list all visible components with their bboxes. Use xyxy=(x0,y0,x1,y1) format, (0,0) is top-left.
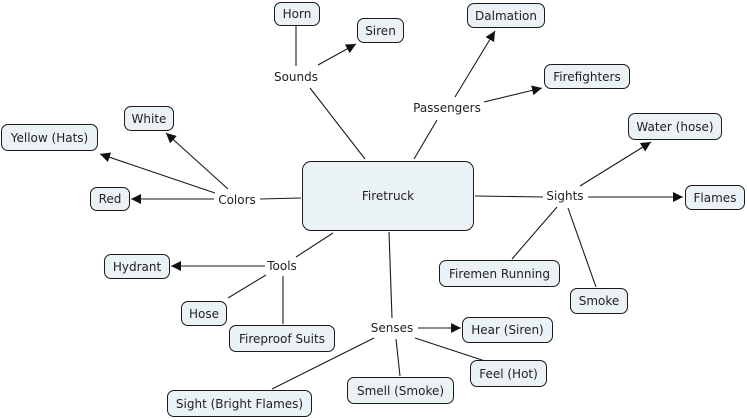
connector-line xyxy=(414,337,486,362)
concept-node-yellow-hats[interactable]: Yellow (Hats) xyxy=(1,124,98,151)
concept-node-hydrant[interactable]: Hydrant xyxy=(104,254,170,279)
connector-arrow xyxy=(454,30,496,98)
concept-node-hear-siren[interactable]: Hear (Siren) xyxy=(462,317,553,343)
linking-phrase-passengers[interactable]: Passengers xyxy=(411,101,483,115)
linking-phrase-senses[interactable]: Senses xyxy=(368,321,416,335)
connector-line xyxy=(271,337,375,390)
linking-phrase-sounds[interactable]: Sounds xyxy=(271,70,321,84)
connector-line xyxy=(295,232,334,258)
concept-node-siren[interactable]: Siren xyxy=(357,18,404,43)
connector-line xyxy=(388,231,393,319)
concept-node-smell-smoke[interactable]: Smell (Smoke) xyxy=(347,377,454,404)
concept-node-feel-hot[interactable]: Feel (Hot) xyxy=(470,360,547,387)
linking-phrase-sights[interactable]: Sights xyxy=(544,189,586,203)
concept-node-white[interactable]: White xyxy=(124,106,174,131)
concept-node-hose[interactable]: Hose xyxy=(181,301,227,326)
concept-node-firefighters[interactable]: Firefighters xyxy=(544,64,630,89)
connector-line xyxy=(511,206,558,260)
connector-line xyxy=(309,87,366,160)
concept-node-sight-bright-flames[interactable]: Sight (Bright Flames) xyxy=(167,390,312,417)
connector-arrow xyxy=(317,43,357,66)
concept-node-firemen-running[interactable]: Firemen Running xyxy=(439,260,560,287)
connector-line xyxy=(227,274,267,299)
connector-arrow xyxy=(165,132,229,190)
connector-arrow xyxy=(483,85,543,103)
linking-phrase-colors[interactable]: Colors xyxy=(216,193,258,207)
concept-node-dalmation[interactable]: Dalmation xyxy=(467,3,545,28)
concept-node-fireproof-suits[interactable]: Fireproof Suits xyxy=(229,325,335,352)
concept-node-smoke[interactable]: Smoke xyxy=(570,288,628,314)
connector-line xyxy=(474,195,544,198)
connector-line xyxy=(413,119,438,160)
concept-node-flames[interactable]: Flames xyxy=(685,185,745,210)
connector-arrow xyxy=(579,141,652,187)
concept-node-horn[interactable]: Horn xyxy=(274,2,320,26)
connector-line xyxy=(567,207,597,288)
concept-node-water-hose[interactable]: Water (hose) xyxy=(628,113,722,140)
concept-node-firetruck[interactable]: Firetruck xyxy=(302,161,474,231)
connector-line xyxy=(395,338,401,377)
concept-node-red[interactable]: Red xyxy=(90,187,130,211)
connector-line xyxy=(259,197,302,200)
connector-arrow xyxy=(99,152,216,194)
linking-phrase-tools[interactable]: Tools xyxy=(265,259,299,273)
